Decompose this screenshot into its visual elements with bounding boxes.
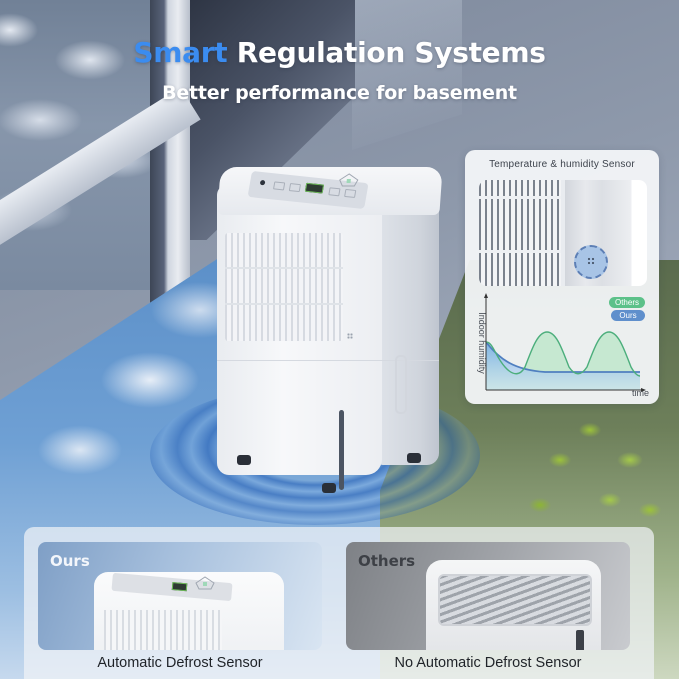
x-axis-arrow-icon xyxy=(641,388,646,392)
y-axis-arrow-icon xyxy=(484,293,488,298)
sensor-closeup-image xyxy=(479,180,647,286)
page-title: Smart Regulation Systems xyxy=(0,36,679,69)
sensor-info-card: Temperature & humidity Sensor Others Our… xyxy=(465,150,659,404)
sensor-highlight-icon xyxy=(574,245,608,279)
grille-divider xyxy=(225,267,343,269)
x-axis-label: time xyxy=(631,388,649,398)
comparison-panel: Ours Others Automatic Defrost Sensor No … xyxy=(24,527,654,679)
ours-label: Ours xyxy=(50,552,90,570)
frosted-coil xyxy=(438,574,592,626)
chart-plot xyxy=(484,293,646,392)
air-intake-grille xyxy=(225,233,343,341)
air-intake-grille xyxy=(104,610,222,650)
smart-home-icon xyxy=(195,576,215,590)
timer-button xyxy=(288,183,302,193)
sensor-dots-icon xyxy=(347,333,353,339)
ours-area xyxy=(486,342,640,390)
grille-divider xyxy=(479,196,561,199)
caster-wheel xyxy=(407,453,421,463)
unit-side-panel xyxy=(377,195,439,465)
others-line xyxy=(485,331,641,377)
caster-wheel xyxy=(322,483,336,493)
digital-display xyxy=(171,582,188,592)
mode-button xyxy=(272,181,286,191)
title-rest: Regulation Systems xyxy=(227,36,546,69)
caster-wheel xyxy=(237,455,251,465)
tank-seam xyxy=(217,360,439,361)
side-vent xyxy=(576,630,584,650)
humidity-button xyxy=(344,188,357,199)
legend-others: Others xyxy=(608,297,645,308)
comparison-card-others: Others xyxy=(346,542,630,650)
tank-handle xyxy=(395,355,407,414)
legend-ours: Ours xyxy=(611,310,645,321)
ours-unit-image xyxy=(94,572,284,650)
dehumidifier-product xyxy=(217,165,443,495)
grille-divider xyxy=(225,303,343,305)
sensor-card-title: Temperature & humidity Sensor xyxy=(489,159,635,170)
grille-divider xyxy=(479,250,561,253)
page-subtitle: Better performance for basement xyxy=(162,82,517,104)
digital-display xyxy=(304,182,325,194)
power-icon xyxy=(259,179,266,186)
title-accent-word: Smart xyxy=(133,36,228,69)
unit-top xyxy=(217,167,443,215)
others-label: Others xyxy=(358,552,416,570)
unit-front-panel xyxy=(217,185,382,490)
comparison-card-ours: Ours xyxy=(38,542,322,650)
closeup-grille xyxy=(479,180,561,286)
ours-line xyxy=(485,341,640,373)
fan-button xyxy=(328,187,341,197)
sensor-dots-icon xyxy=(587,257,595,265)
ours-caption: Automatic Defrost Sensor xyxy=(97,655,263,671)
others-unit-image xyxy=(426,560,601,650)
water-level-window xyxy=(339,410,344,490)
others-caption: No Automatic Defrost Sensor xyxy=(394,655,582,671)
humidity-chart: Others Ours Indoor humidity time xyxy=(465,290,659,404)
smart-home-icon xyxy=(339,173,359,187)
